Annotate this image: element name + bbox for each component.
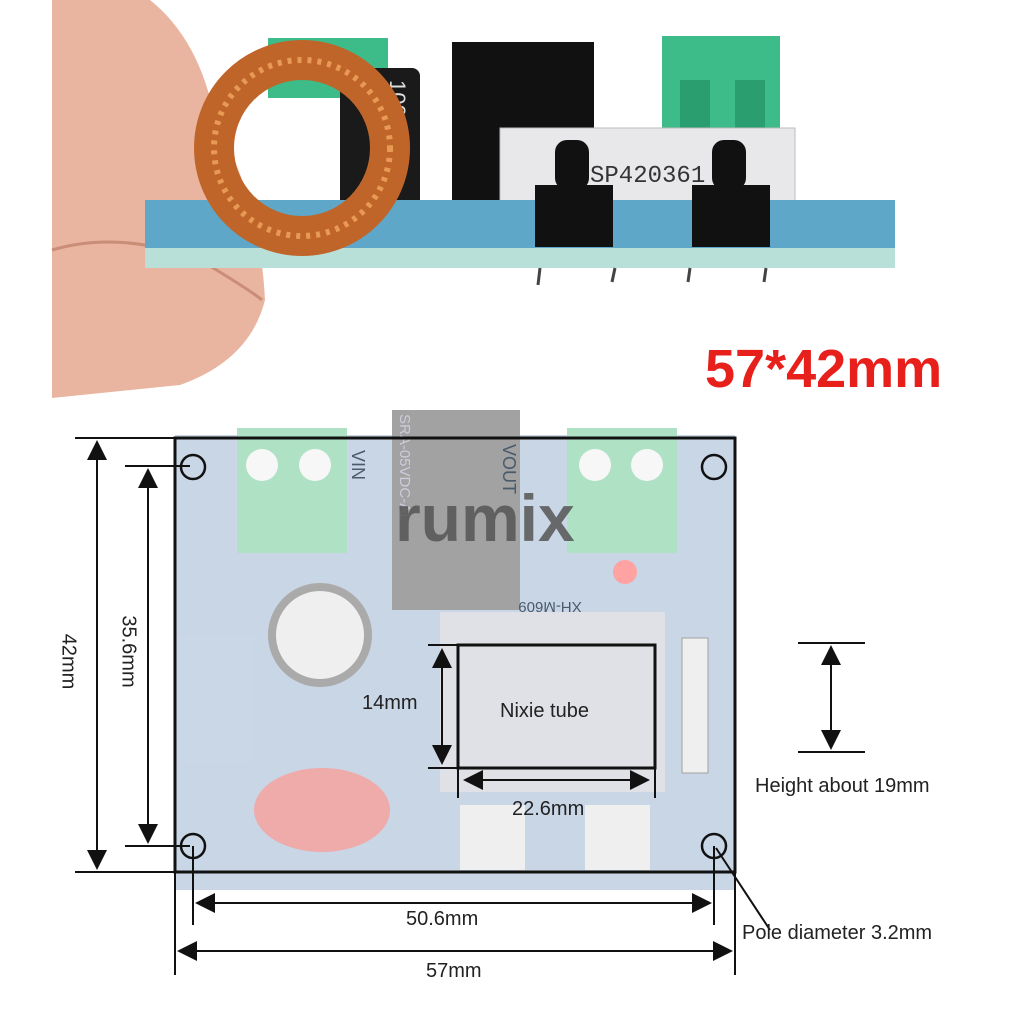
board-label-model: XH-M609 — [518, 598, 581, 615]
label-22-6mm: 22.6mm — [512, 798, 585, 820]
nixie-outline — [456, 643, 657, 770]
label-height: Height about 19mm — [755, 775, 930, 797]
label-14mm: 14mm — [362, 692, 418, 714]
button-right — [692, 185, 770, 247]
label-pole-diameter: Pole diameter 3.2mm — [742, 922, 933, 944]
board-label-relay: SRA-05VDC-AL — [396, 414, 413, 522]
size-label: 57*42mm — [705, 339, 943, 399]
board-outline — [173, 436, 737, 874]
label-35-6mm: 35.6mm — [117, 615, 140, 688]
pcb-faded — [175, 435, 735, 890]
finger — [52, 0, 265, 398]
button-left — [535, 185, 613, 247]
label-42mm: 42mm — [57, 633, 80, 690]
watermark: rumix — [395, 481, 575, 555]
board-label-vin: VIN — [348, 450, 368, 480]
dimension-diagram: VIN VOUT SRA-05VDC-AL XH-M609 — [75, 410, 865, 975]
board-label-vout: VOUT — [499, 444, 519, 494]
label-57mm: 57mm — [426, 960, 482, 982]
product-photo: SP420361 100V — [51, 0, 1024, 398]
label-50-6mm: 50.6mm — [406, 908, 479, 930]
label-nixie-tube: Nixie tube — [500, 700, 589, 722]
